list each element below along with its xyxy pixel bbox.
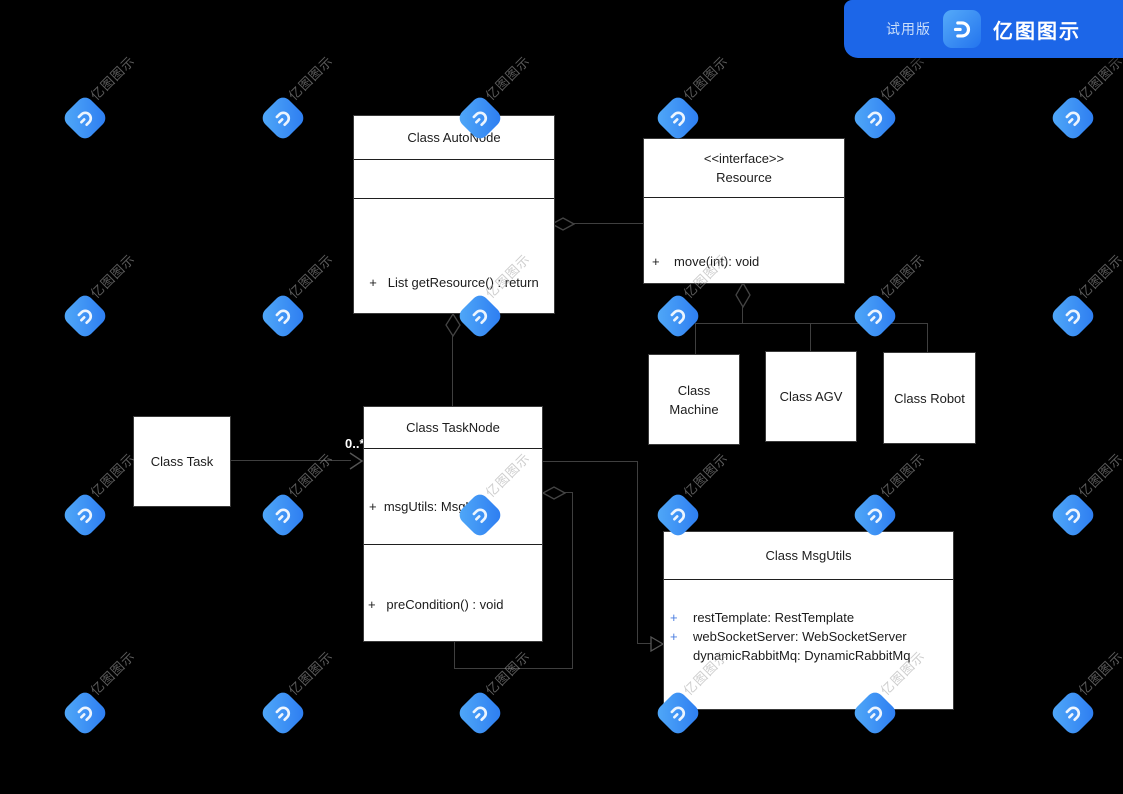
watermark-logo-icon [1048,688,1098,737]
watermark-text: 亿图图示 [1075,449,1123,500]
watermark-text: 亿图图示 [680,53,731,104]
watermark-logo-icon [456,688,505,737]
multiplicity-label: 0..* [345,436,365,451]
attribute-line: dynamicRabbitMq: DynamicRabbitMq [670,646,953,665]
methods-compartment: + move(int): void + wait(): void [644,197,844,283]
attribute-line: +restTemplate: RestTemplate [670,610,855,625]
open-arrowhead-icon [349,452,364,470]
connector-line[interactable] [810,323,811,351]
aggregation-diamond-icon [542,486,566,500]
watermark-text: 亿图图示 [878,251,929,302]
connector-line[interactable] [543,461,637,462]
visibility-plus [670,646,693,665]
methods-compartment: + List getResource() : return + List get… [354,198,554,313]
connector-line[interactable] [572,493,573,669]
methods-compartment: + preCondition() : void + operation(Task… [364,544,542,641]
method-line: + move(int): void [652,254,760,269]
visibility-plus: + [670,629,678,644]
watermark-logo-icon [60,292,110,341]
watermark-logo-icon [60,490,110,539]
attribute-line: + msgUtils: MsgUtils [369,499,491,514]
class-box-autonode[interactable]: Class AutoNode + List getResource() : re… [353,115,555,314]
interface-name: Resource [716,170,772,185]
class-title: Class MsgUtils [765,548,852,563]
watermark-text: 亿图图示 [482,53,534,104]
interface-box-resource[interactable]: <<interface>> Resource + move(int): void… [643,138,845,284]
watermark-logo-icon [1048,292,1098,341]
connector-line[interactable] [452,336,453,406]
watermark-logo-icon [1048,93,1098,143]
connector-line[interactable] [574,223,643,224]
trial-version-label: 试用版 [886,21,931,37]
app-name: 亿图图示 [993,20,1081,43]
class-title: Class AGV [779,389,843,404]
aggregation-diamond-icon [735,282,751,308]
watermark-logo-icon [60,93,110,143]
aggregation-diamond-icon [445,313,461,337]
watermark-text: 亿图图示 [680,449,731,500]
class-box-agv[interactable]: Class AGV [765,351,857,442]
watermark-text: 亿图图示 [285,53,336,104]
watermark-text: 亿图图示 [1075,251,1123,302]
connector-line[interactable] [454,668,573,669]
watermark-text: 亿图图示 [878,53,929,104]
class-box-tasknode[interactable]: Class TaskNode + msgUtils: MsgUtils + ta… [363,406,543,642]
interface-title: <<interface>> Resource [644,139,844,197]
watermark-text: 亿图图示 [87,53,138,104]
watermark-logo-icon [258,93,307,143]
watermark-logo-icon [258,688,307,737]
watermark-text: 亿图图示 [87,449,138,500]
stereotype-label: <<interface>> [703,151,785,166]
class-title: Class AutoNode [407,130,501,145]
class-box-machine[interactable]: Class Machine [648,354,740,445]
aggregation-diamond-icon [551,217,575,231]
attributes-compartment [354,159,554,198]
connector-line[interactable] [927,323,928,352]
class-box-robot[interactable]: Class Robot [883,352,976,444]
connector-line[interactable] [454,642,455,669]
visibility-plus: + [670,610,678,625]
watermark-text: 亿图图示 [1075,53,1123,104]
connector-line[interactable] [564,492,573,493]
attributes-compartment: +restTemplate: RestTemplate +webSocketSe… [664,579,953,710]
watermark-logo-icon [851,93,900,143]
class-title: Class Robot [894,390,965,406]
trial-badge[interactable]: 试用版 亿图图示 [844,0,1123,58]
method-line: + List getResource() : return [369,275,539,290]
class-title: Class Task [150,454,214,469]
connector-line[interactable] [231,460,351,461]
watermark-logo-icon [653,93,702,143]
class-title: Class TaskNode [406,420,500,435]
class-box-task[interactable]: Class Task [133,416,231,507]
watermark-text: 亿图图示 [482,647,534,699]
attributes-compartment: + msgUtils: MsgUtils + taskid: Task + st… [364,448,542,544]
connector-line[interactable] [742,306,743,324]
connector-line[interactable] [637,643,652,644]
watermark-text: 亿图图示 [285,647,336,699]
connector-line[interactable] [695,323,696,354]
watermark-logo-icon [1048,490,1098,539]
watermark-text: 亿图图示 [878,449,929,500]
class-title: Class Machine [669,382,719,417]
method-line: + preCondition() : void [368,597,504,612]
watermark-text: 亿图图示 [87,647,138,699]
edraw-logo-icon [943,10,981,48]
watermark-text: 亿图图示 [87,251,138,302]
watermark-logo-icon [258,490,307,539]
watermark-text: 亿图图示 [285,251,336,302]
watermark-text: 亿图图示 [1075,647,1123,699]
watermark-text: 亿图图示 [285,449,336,500]
connector-line[interactable] [695,323,928,324]
watermark-logo-icon [851,292,900,341]
triangle-arrowhead-icon [650,636,664,652]
watermark-logo-icon [60,688,110,737]
connector-line[interactable] [637,461,638,644]
attribute-line: +webSocketServer: WebSocketServer [670,629,907,644]
watermark-logo-icon [258,292,307,341]
class-box-msgutils[interactable]: Class MsgUtils +restTemplate: RestTempla… [663,531,954,710]
